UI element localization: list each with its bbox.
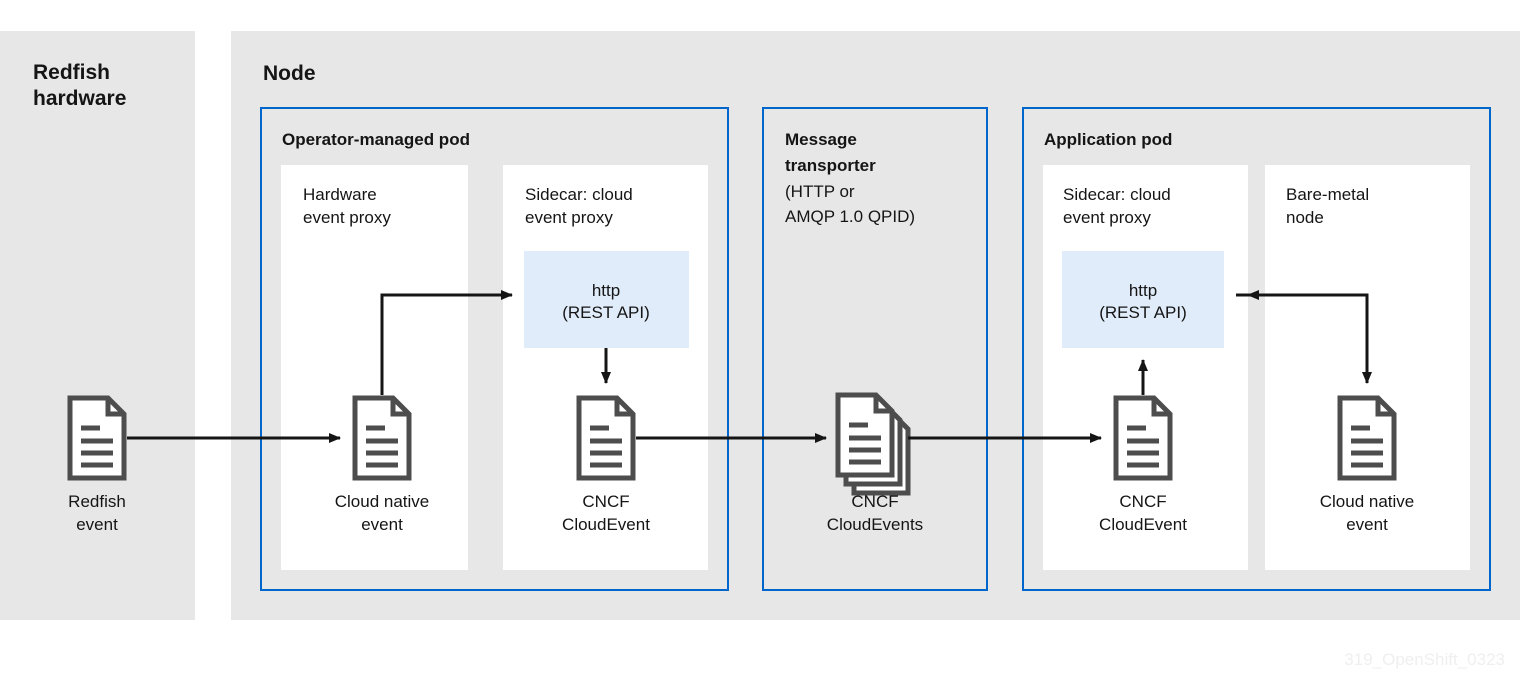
bare-metal-node-label-line2: node bbox=[1286, 208, 1324, 227]
message-transporter-subtitle-line2: AMQP 1.0 QPID) bbox=[785, 207, 915, 226]
hardware-event-proxy-box: Hardware event proxy Cloud native event bbox=[281, 165, 468, 570]
redfish-event-label-line2: event bbox=[76, 515, 118, 534]
hardware-event-proxy-label-line1: Hardware bbox=[303, 185, 377, 204]
node-panel: Node Operator-managed pod Hardware event… bbox=[127, 31, 1520, 620]
document-icon bbox=[579, 398, 633, 478]
sidecar-cloud-event-proxy-label-line2: event proxy bbox=[525, 208, 613, 227]
operator-managed-pod-title: Operator-managed pod bbox=[282, 130, 470, 149]
http-label-line1: http bbox=[592, 281, 620, 300]
arrow-cloud-native-to-http bbox=[380, 290, 513, 395]
sidecar-cloud-event-proxy-app-box: Sidecar: cloud event proxy http (REST AP… bbox=[1043, 165, 1248, 570]
redfish-hardware-title-line2: hardware bbox=[33, 87, 126, 110]
cloud-native-event-app-label-line2: event bbox=[1346, 515, 1388, 534]
document-icon bbox=[355, 398, 409, 478]
message-transporter-border bbox=[762, 107, 988, 591]
document-icon bbox=[1116, 398, 1170, 478]
cncf-cloudevents-label-line2: CloudEvents bbox=[827, 515, 923, 534]
application-pod: Application pod Sidecar: cloud event pro… bbox=[1022, 107, 1491, 591]
http-label-line2: (REST API) bbox=[562, 303, 650, 322]
redfish-hardware-panel: Redfish hardware Redfish event bbox=[0, 31, 195, 620]
document-stack-icon bbox=[835, 392, 911, 496]
message-transporter-subtitle-line1: (HTTP or bbox=[785, 182, 855, 201]
operator-managed-pod-border bbox=[260, 107, 729, 591]
message-transporter-title-line1: Message bbox=[785, 130, 857, 149]
cncf-cloudevent-label-line2: CloudEvent bbox=[562, 515, 650, 534]
sidecar-cloud-event-proxy-label-line1: Sidecar: cloud bbox=[525, 185, 633, 204]
application-pod-title: Application pod bbox=[1044, 130, 1172, 149]
sidecar-app-label-line2: event proxy bbox=[1063, 208, 1151, 227]
hardware-event-proxy-label-line2: event proxy bbox=[303, 208, 391, 227]
cloud-native-event-label-line1: Cloud native bbox=[335, 492, 430, 511]
message-transporter-title-line2: transporter bbox=[785, 156, 876, 175]
http-rest-api-box bbox=[524, 251, 689, 348]
bare-metal-node-label-line1: Bare-metal bbox=[1286, 185, 1369, 204]
document-icon bbox=[1340, 398, 1394, 478]
http-rest-api-box-app bbox=[1062, 251, 1224, 348]
node-title: Node bbox=[263, 62, 316, 85]
application-pod-border bbox=[1022, 107, 1491, 591]
http-app-label-line1: http bbox=[1129, 281, 1157, 300]
cncf-cloudevents-label-line1: CNCF bbox=[851, 492, 898, 511]
connectors bbox=[127, 290, 1372, 443]
message-transporter-pod: Message transporter (HTTP or AMQP 1.0 QP… bbox=[762, 107, 988, 591]
redfish-event-label-line1: Redfish bbox=[68, 492, 126, 511]
sidecar-app-label-line1: Sidecar: cloud bbox=[1063, 185, 1171, 204]
redfish-hardware-title-line1: Redfish bbox=[33, 61, 110, 84]
hardware-event-proxy-background bbox=[281, 165, 468, 570]
cloud-native-event-label-line2: event bbox=[361, 515, 403, 534]
redfish-hardware-background bbox=[0, 31, 195, 620]
document-icon bbox=[70, 398, 124, 478]
cncf-cloudevent-app-label-line1: CNCF bbox=[1119, 492, 1166, 511]
cncf-cloudevent-app-label-line2: CloudEvent bbox=[1099, 515, 1187, 534]
watermark-label: 319_OpenShift_0323 bbox=[1344, 650, 1505, 669]
http-app-label-line2: (REST API) bbox=[1099, 303, 1187, 322]
cloud-native-event-app-label-line1: Cloud native bbox=[1320, 492, 1415, 511]
cncf-cloudevent-label-line1: CNCF bbox=[582, 492, 629, 511]
